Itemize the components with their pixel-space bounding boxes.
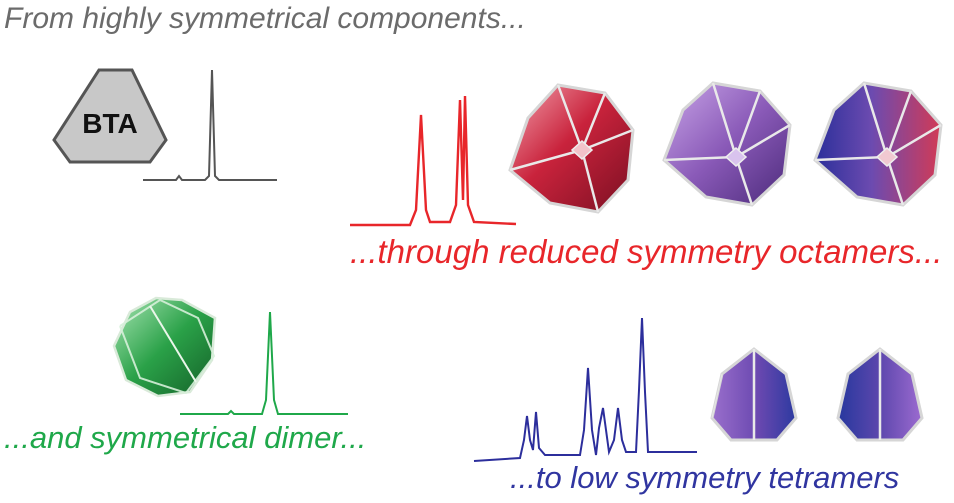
spectrum-red: [350, 95, 517, 227]
spectrum-gray: [143, 69, 277, 181]
octamer-red-icon: [508, 83, 635, 214]
bta-molecule-icon: BTA: [52, 68, 168, 164]
caption-tetramers: ...to low symmetry tetramers: [510, 460, 900, 495]
dimer-green-icon: [112, 296, 217, 398]
caption-symmetrical-components: From highly symmetrical components...: [4, 2, 526, 35]
tetramer-blue-icon: [836, 347, 924, 442]
caption-octamers: ...through reduced symmetry octamers...: [350, 233, 943, 270]
octamer-purple-icon: [662, 81, 792, 207]
bta-label: BTA: [82, 108, 137, 139]
spectrum-green: [180, 311, 348, 415]
spectrum-blue: [473, 317, 697, 462]
octamer-mixed-icon: [813, 81, 943, 207]
caption-dimer: ...and symmetrical dimer...: [4, 420, 367, 455]
tetramer-purple-icon: [710, 347, 798, 442]
